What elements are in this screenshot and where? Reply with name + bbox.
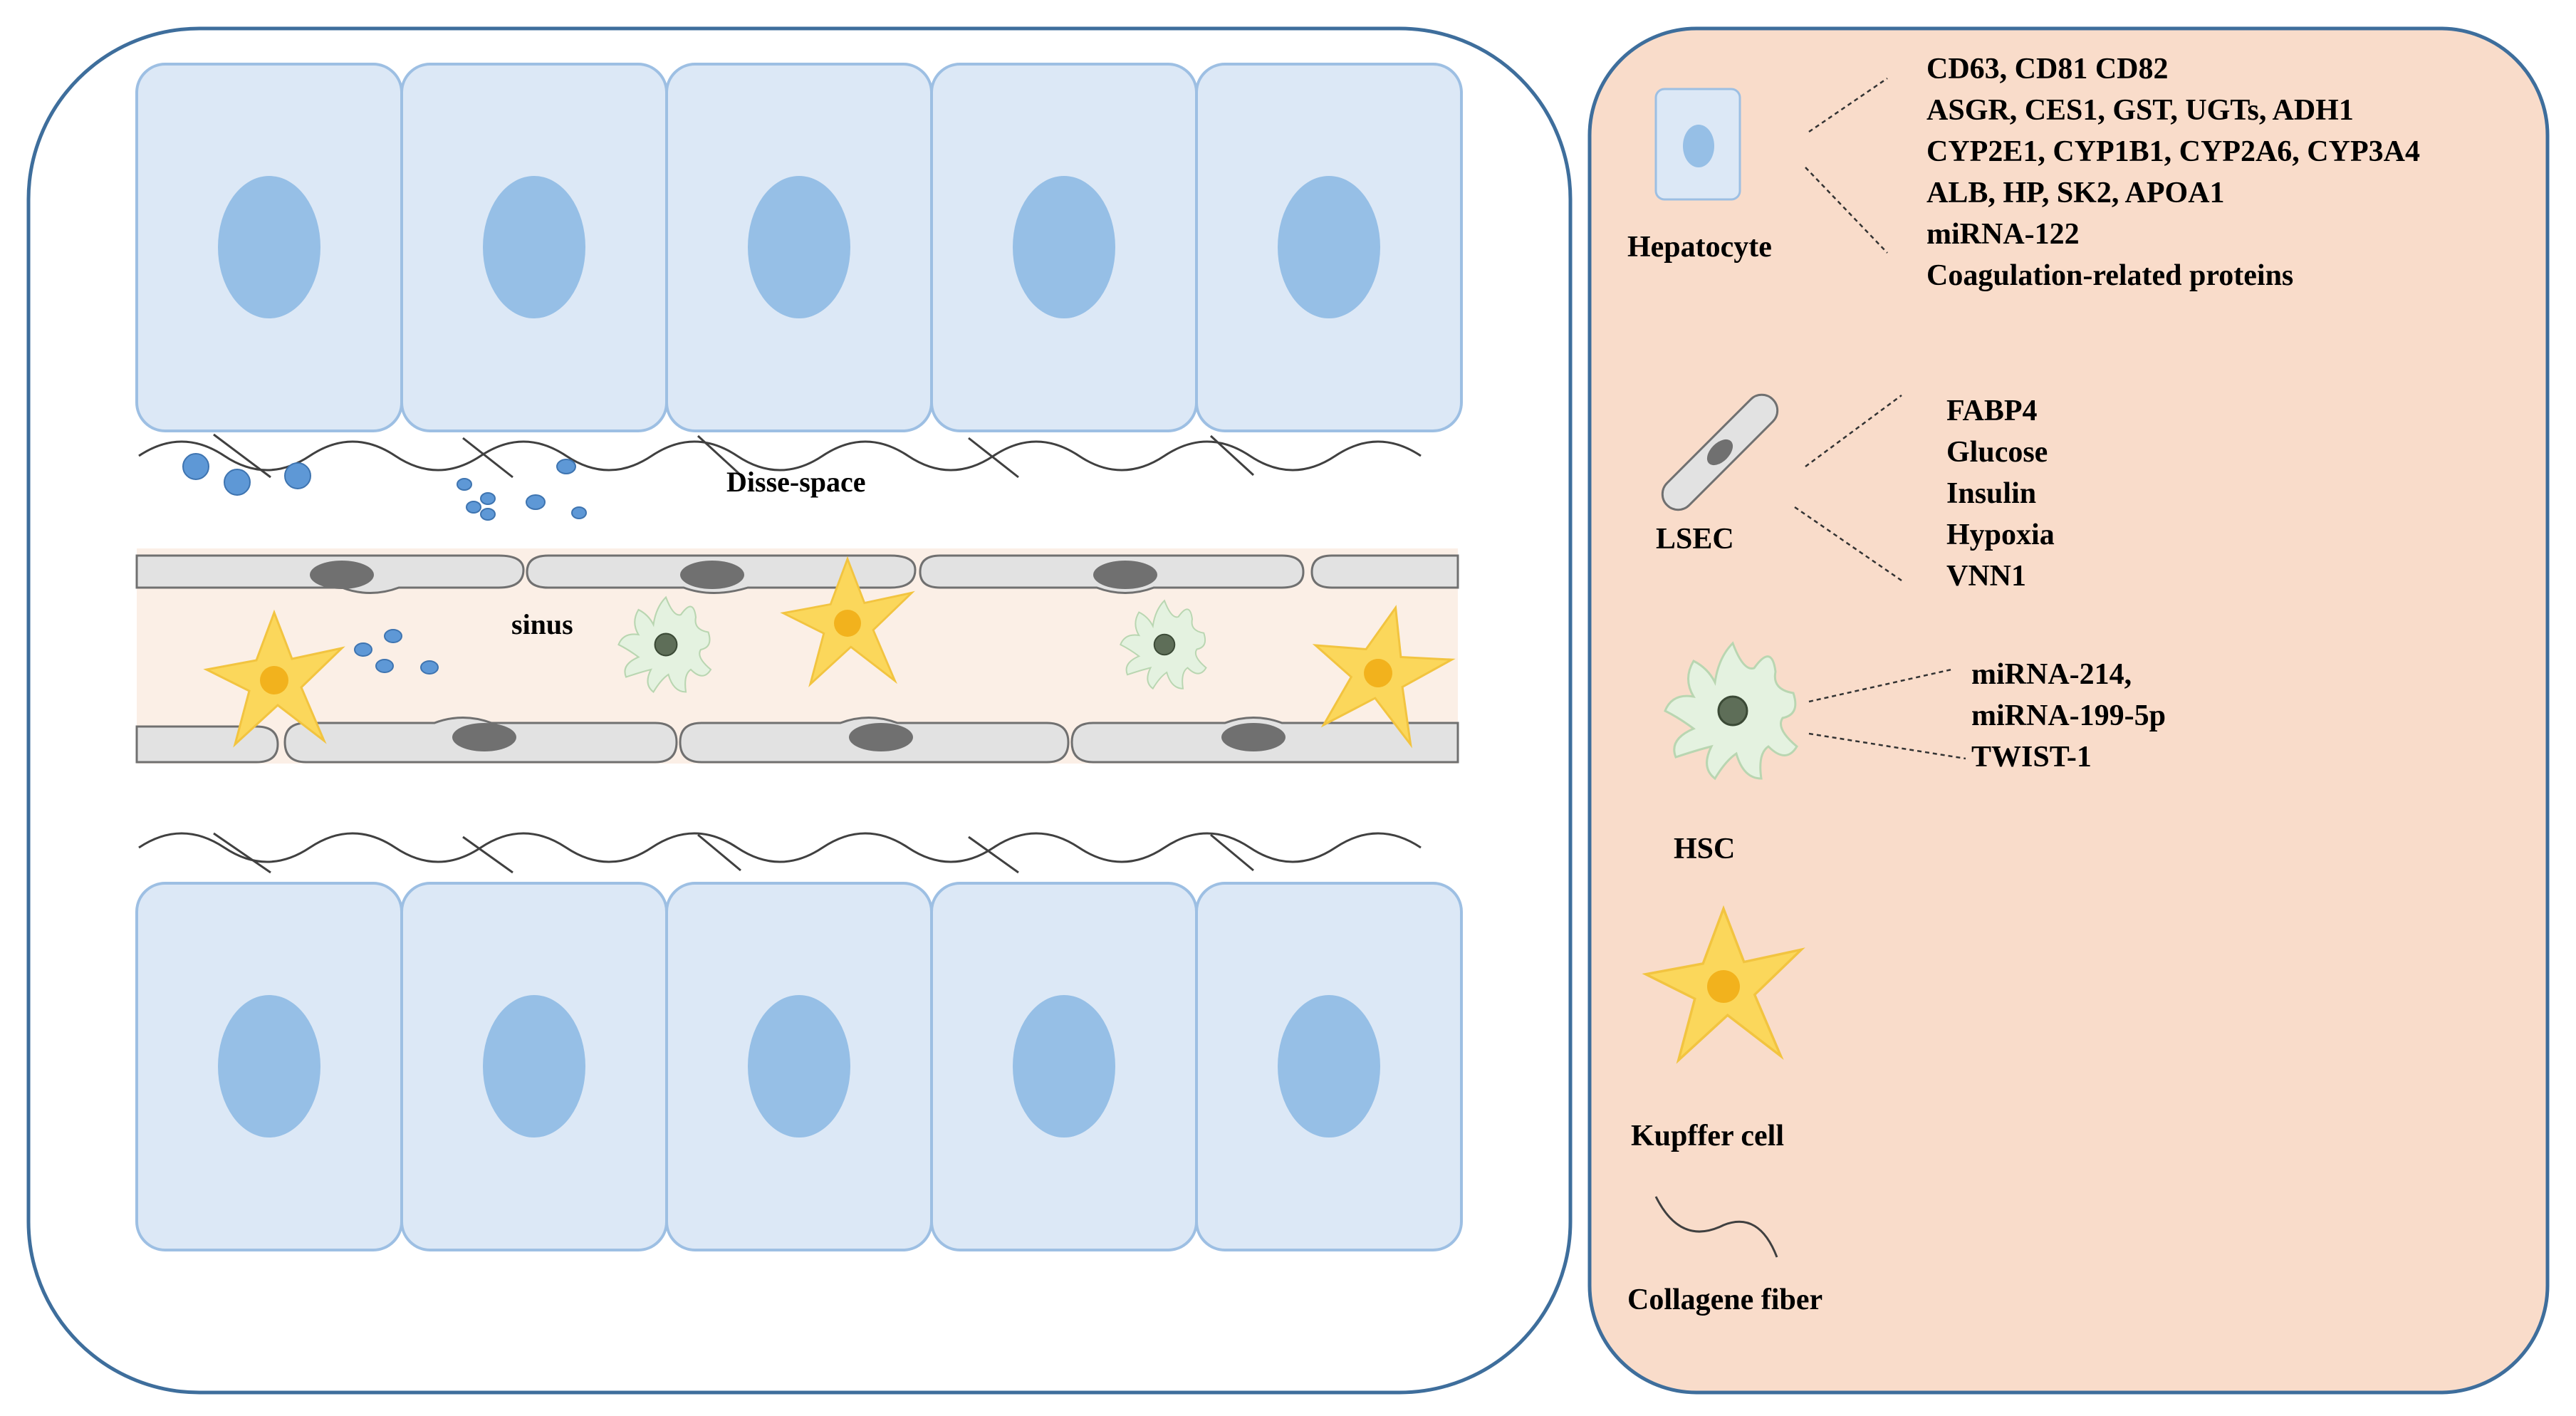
sinus-label: sinus [511, 608, 573, 640]
vesicle [182, 453, 209, 480]
hepatocyte-marker: miRNA-122 [1926, 218, 2080, 251]
legend-panel: Hepatocyte CD63, CD81 CD82 ASGR, CES1, G… [1587, 26, 2550, 1395]
vesicle [420, 660, 439, 675]
hsc-marker: miRNA-199-5p [1971, 699, 2166, 732]
vesicle [284, 462, 311, 489]
lsec-legend-icon [1661, 393, 1779, 511]
hepatocyte-nucleus [748, 995, 850, 1138]
hepatocyte-nucleus [1278, 995, 1380, 1138]
collagen-fibers-bottom [138, 832, 1422, 874]
lsec-label: LSEC [1656, 523, 1734, 556]
connector-line [1808, 668, 1952, 703]
lsec-row-top [135, 554, 1459, 594]
vesicles-sinus [354, 629, 439, 675]
legend-hsc: HSC miRNA-214, miRNA-199-5p TWIST-1 [1664, 641, 2166, 865]
lsec-nucleus [1221, 723, 1286, 751]
vesicle [354, 642, 372, 657]
left-panel: Disse-space [26, 26, 1573, 1395]
kupffer-cell [780, 556, 915, 687]
kupffer-cell [203, 609, 345, 748]
hepatocyte-marker: ASGR, CES1, GST, UGTs, ADH1 [1926, 94, 2354, 127]
hepatocyte-row-top [135, 63, 1463, 432]
connector-line [1808, 77, 1888, 133]
hepatocyte-row-bottom [135, 882, 1463, 1251]
vesicle [480, 508, 496, 521]
collagen-legend-icon [1654, 1196, 1778, 1258]
connector-line [1808, 732, 1966, 760]
vesicle [480, 492, 496, 505]
legend-lsec: LSEC FABP4 Glucose Insulin Hypoxia VNN1 [1656, 393, 2055, 593]
hepatocyte-nucleus [483, 995, 585, 1138]
vesicle [571, 506, 587, 519]
connector-line [1805, 167, 1888, 254]
hepatocyte-marker: CYP2E1, CYP1B1, CYP2A6, CYP3A4 [1926, 135, 2420, 168]
legend-kupffer: Kupffer cell [1631, 905, 1805, 1152]
lsec-marker: Insulin [1946, 477, 2036, 510]
collagen-fibers-top [138, 433, 1422, 479]
vesicle [457, 478, 472, 491]
hepatocyte-label: Hepatocyte [1627, 231, 1772, 264]
hsc-label: HSC [1674, 833, 1735, 865]
hsc-cell [1120, 599, 1207, 690]
legend-hepatocyte: Hepatocyte CD63, CD81 CD82 ASGR, CES1, G… [1627, 53, 2420, 292]
hepatocyte-nucleus [1013, 995, 1115, 1138]
disse-space-label: Disse-space [726, 466, 866, 498]
hepatocyte-nucleus [1013, 176, 1115, 318]
lsec-cell [1310, 554, 1459, 589]
vesicle [526, 494, 546, 510]
vesicle [375, 659, 394, 673]
hepatocyte-nucleus [1278, 176, 1380, 318]
vesicle [556, 459, 576, 474]
hsc-cell [617, 595, 712, 694]
hsc-marker: TWIST-1 [1971, 741, 2092, 774]
hepatocyte-marker: CD63, CD81 CD82 [1926, 53, 2169, 85]
lsec-nucleus [452, 723, 516, 751]
collagen-fiber [213, 433, 1255, 479]
hepatocyte-marker: Coagulation-related proteins [1926, 259, 2293, 292]
collagen-fiber [138, 440, 1422, 472]
hepatocyte-nucleus [748, 176, 850, 318]
lsec-nucleus [680, 561, 744, 589]
hepatocyte-marker: ALB, HP, SK2, APOA1 [1926, 177, 2225, 209]
lsec-marker: Glucose [1946, 436, 2048, 469]
connector-line [1794, 506, 1902, 582]
lsec-marker: Hypoxia [1946, 519, 2055, 551]
lsec-nucleus [310, 561, 374, 589]
lsec-nucleus [849, 723, 913, 751]
legend-panel-frame [1587, 26, 2550, 1395]
collagen-label: Collagene fiber [1627, 1284, 1823, 1316]
hsc-cells-sinus [617, 595, 1207, 694]
kupffer-label: Kupffer cell [1631, 1120, 1784, 1152]
kupffer-cells-sinus [203, 556, 1456, 749]
legend-collagen: Collagene fiber [1627, 1196, 1823, 1316]
lsec-row-bottom [135, 717, 1459, 764]
collagen-fiber [138, 832, 1422, 863]
hepatocyte-nucleus [483, 176, 585, 318]
lsec-marker: VNN1 [1946, 560, 2026, 593]
hepatocyte-nucleus [218, 176, 320, 318]
hsc-legend-icon [1664, 641, 1798, 781]
lsec-nucleus [1093, 561, 1157, 589]
vesicle [384, 629, 402, 643]
hsc-marker: miRNA-214, [1971, 658, 2132, 691]
vesicle [466, 501, 481, 514]
kupffer-cell [1312, 605, 1456, 749]
lsec-cell [135, 725, 279, 764]
hepatocyte-nucleus [218, 995, 320, 1138]
hepatocyte-legend-nucleus [1683, 125, 1714, 167]
collagen-fiber [213, 832, 1254, 874]
lsec-marker: FABP4 [1946, 395, 2038, 427]
kupffer-legend-icon [1642, 905, 1805, 1064]
vesicle [224, 469, 251, 496]
vesicles-disse [182, 453, 587, 521]
